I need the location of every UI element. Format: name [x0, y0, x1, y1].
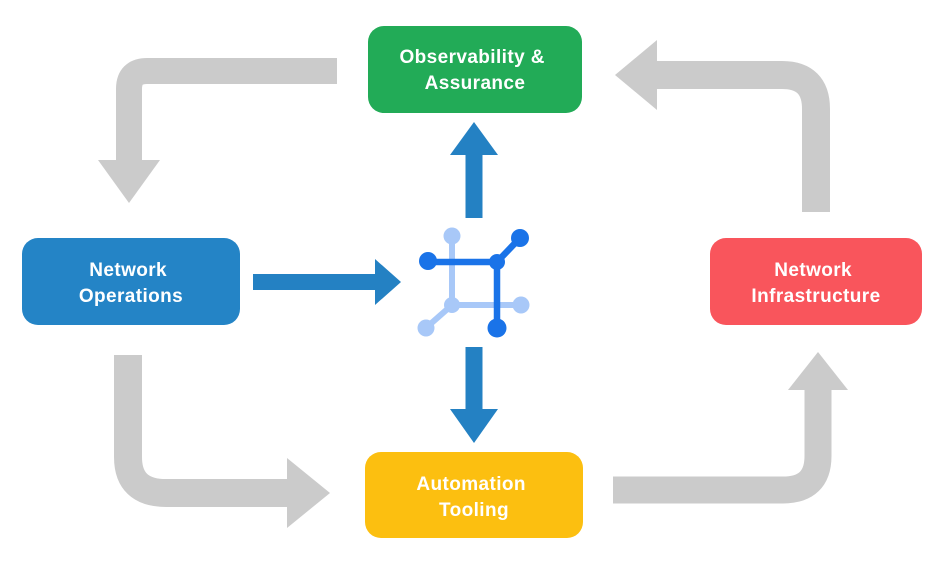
- cycle-arrow-infrastructure-to-observability: [656, 61, 830, 212]
- node-observability-box: [368, 26, 582, 113]
- cycle-arrow-automation-to-infrastructure: [613, 390, 832, 504]
- icon-node-left: [419, 252, 437, 270]
- node-network-operations: Network Operations: [22, 238, 240, 325]
- arrowhead-up-to-observability: [450, 122, 498, 155]
- arrowhead-right-to-icon: [375, 259, 401, 305]
- cycle-arrow-heads: [98, 40, 848, 528]
- link-arrow-heads: [375, 122, 498, 443]
- icon-light-dots: [417, 227, 530, 337]
- node-observability-assurance: Observability & Assurance: [368, 26, 582, 113]
- arrowhead-left-to-observability: [615, 40, 657, 110]
- node-observability-label-line2: Assurance: [425, 73, 526, 94]
- node-operations-label: Network Operations: [79, 260, 183, 307]
- arrowhead-up-to-infrastructure: [788, 352, 848, 390]
- icon-node-right: [512, 296, 530, 314]
- icon-junction-top-right: [489, 254, 505, 270]
- icon-junction-bottom-left: [444, 297, 460, 313]
- icon-node-top: [443, 227, 461, 245]
- node-operations-label-line1: Network: [89, 260, 167, 281]
- node-infrastructure-label-line2: Infrastructure: [751, 286, 880, 307]
- node-infrastructure-label: Network Infrastructure: [751, 260, 880, 307]
- arrowhead-right-to-automation: [287, 458, 330, 528]
- arrowhead-down-to-operations: [98, 160, 160, 203]
- node-operations-label-line2: Operations: [79, 286, 183, 307]
- network-platform-icon: [417, 227, 530, 338]
- node-observability-label: Observability & Assurance: [399, 47, 550, 94]
- node-infrastructure-box: [710, 238, 922, 325]
- icon-node-top-right: [511, 229, 529, 247]
- link-arrow-shafts: [253, 153, 483, 411]
- cycle-arrow-shafts: [114, 58, 832, 507]
- cycle-arrow-observability-to-operations: [116, 58, 337, 162]
- node-infrastructure-label-line1: Network: [774, 260, 852, 281]
- node-observability-label-line1: Observability &: [399, 47, 544, 68]
- node-automation-label-line2: Tooling: [439, 500, 509, 521]
- node-automation-tooling: Automation Tooling: [365, 452, 583, 538]
- node-operations-box: [22, 238, 240, 325]
- node-automation-label: Automation Tooling: [416, 474, 531, 521]
- node-automation-box: [365, 452, 583, 538]
- icon-node-bottom-left: [417, 319, 435, 337]
- node-network-infrastructure: Network Infrastructure: [710, 238, 922, 325]
- icon-node-bottom: [487, 318, 507, 338]
- icon-dark-dots: [419, 229, 529, 338]
- node-automation-label-line1: Automation: [416, 474, 526, 495]
- cycle-arrow-operations-to-automation: [114, 355, 289, 507]
- arrowhead-down-to-automation: [450, 409, 498, 443]
